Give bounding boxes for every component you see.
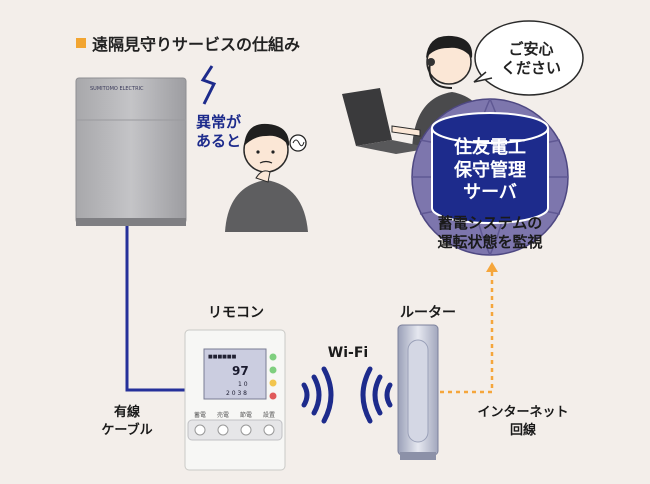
remote-button-0 [194, 424, 206, 436]
laptop-illustration [342, 88, 432, 154]
svg-text:■■■■■■: ■■■■■■ [208, 354, 237, 360]
server-database-icon [431, 112, 549, 224]
remote-button-3 [263, 424, 275, 436]
battery-unit: SUMITOMO ELECTRIC [75, 77, 187, 226]
wired-cable-line [125, 226, 195, 392]
wifi-signal-icon [301, 366, 393, 424]
battery-brand-text: SUMITOMO ELECTRIC [90, 86, 144, 92]
wired-cable-label: 有線ケーブル [101, 405, 153, 438]
page-title: 遠隔見守りサービスの仕組み [76, 31, 300, 55]
remote-button-2 [240, 424, 252, 436]
worried-person-illustration [225, 123, 308, 232]
wifi-label: Wi-Fi [327, 345, 369, 361]
lightning-icon [200, 65, 217, 105]
remote-screen-main-value: 97 [232, 364, 249, 378]
remote-label: リモコン [208, 305, 264, 321]
alert-label: 異常があると [196, 113, 242, 150]
speech-bubble [473, 20, 584, 96]
router-label: ルーター [400, 305, 456, 321]
remote-button-label-0: 蓄電 [194, 411, 206, 419]
page-title-text: 遠隔見守りサービスの仕組み [92, 35, 301, 54]
remote-button-label-1: 売電 [217, 411, 229, 419]
monitor-caption: 蓄電システムの運転状態を監視 [437, 214, 543, 251]
remote-button-label-2: 節電 [240, 411, 252, 419]
router-device [397, 324, 439, 460]
bubble-text: ご安心ください [500, 40, 561, 77]
remote-screen-row3: 2 0 3 8 [226, 390, 247, 397]
internet-line-arrowhead [486, 262, 498, 272]
remote-screen-row2: 1 0 [238, 381, 248, 388]
server-label: 住友電工保守管理サーバ [454, 137, 526, 203]
internet-line-label: インターネット回線 [477, 405, 569, 438]
title-marker [76, 38, 86, 48]
remote-button-1 [217, 424, 229, 436]
remote-controller: ■■■■■■ 97 1 0 2 0 3 8 蓄電 売電 節電 設置 [184, 329, 286, 471]
internet-line [440, 270, 494, 394]
remote-button-label-3: 設置 [263, 411, 275, 419]
